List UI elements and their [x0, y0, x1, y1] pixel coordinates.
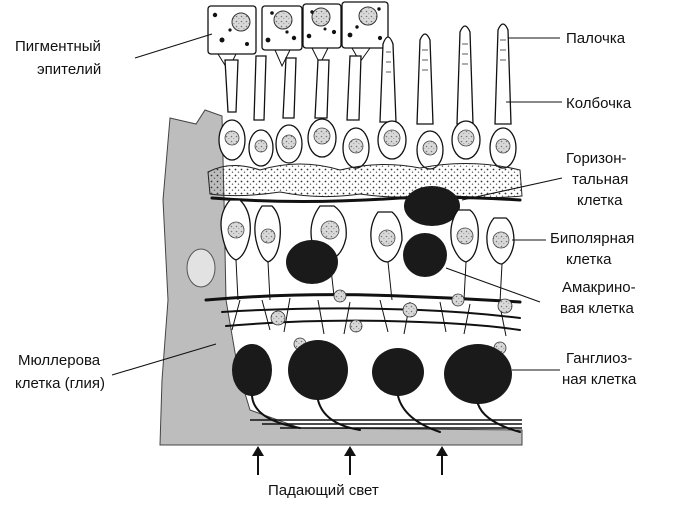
label-incident-light: Падающий свет	[268, 482, 379, 499]
label-pigment-epithelium-2: эпителий	[37, 61, 101, 78]
nerve-fiber-layer	[250, 419, 522, 429]
label-cone: Колбочка	[566, 95, 632, 112]
label-ganglion-cell-1: Ганглиоз-	[566, 350, 632, 367]
outer-plexiform-layer	[207, 162, 523, 199]
pigment-epithelium	[207, 1, 389, 72]
label-horizontal-cell-3: клетка	[577, 192, 623, 209]
label-amacrine-cell-1: Амакрино-	[562, 279, 636, 296]
label-bipolar-cell-1: Биполярная	[550, 230, 634, 247]
muller-nucleus	[186, 248, 216, 288]
inner-plexiform-layer	[204, 289, 522, 355]
photoreceptors	[218, 23, 517, 170]
label-amacrine-cell-2: вая клетка	[560, 300, 635, 317]
label-muller-cell-2: клетка (глия)	[15, 375, 105, 392]
label-horizontal-cell-1: Горизон-	[566, 150, 627, 167]
incident-light-arrows	[252, 446, 448, 475]
leader-lines	[111, 33, 563, 376]
label-bipolar-cell-2: клетка	[566, 251, 612, 268]
horizontal-cell	[404, 186, 460, 226]
amacrine-cells	[286, 233, 447, 284]
ganglion-cells	[232, 340, 521, 433]
label-pigment-epithelium-1: Пигментный	[15, 38, 101, 55]
label-ganglion-cell-2: ная клетка	[562, 371, 637, 388]
label-rod: Палочка	[566, 30, 626, 47]
label-muller-cell-1: Мюллерова	[18, 352, 101, 369]
label-horizontal-cell-2: тальная	[572, 171, 628, 188]
muller-cell	[159, 109, 523, 446]
bipolar-cells	[220, 199, 515, 303]
